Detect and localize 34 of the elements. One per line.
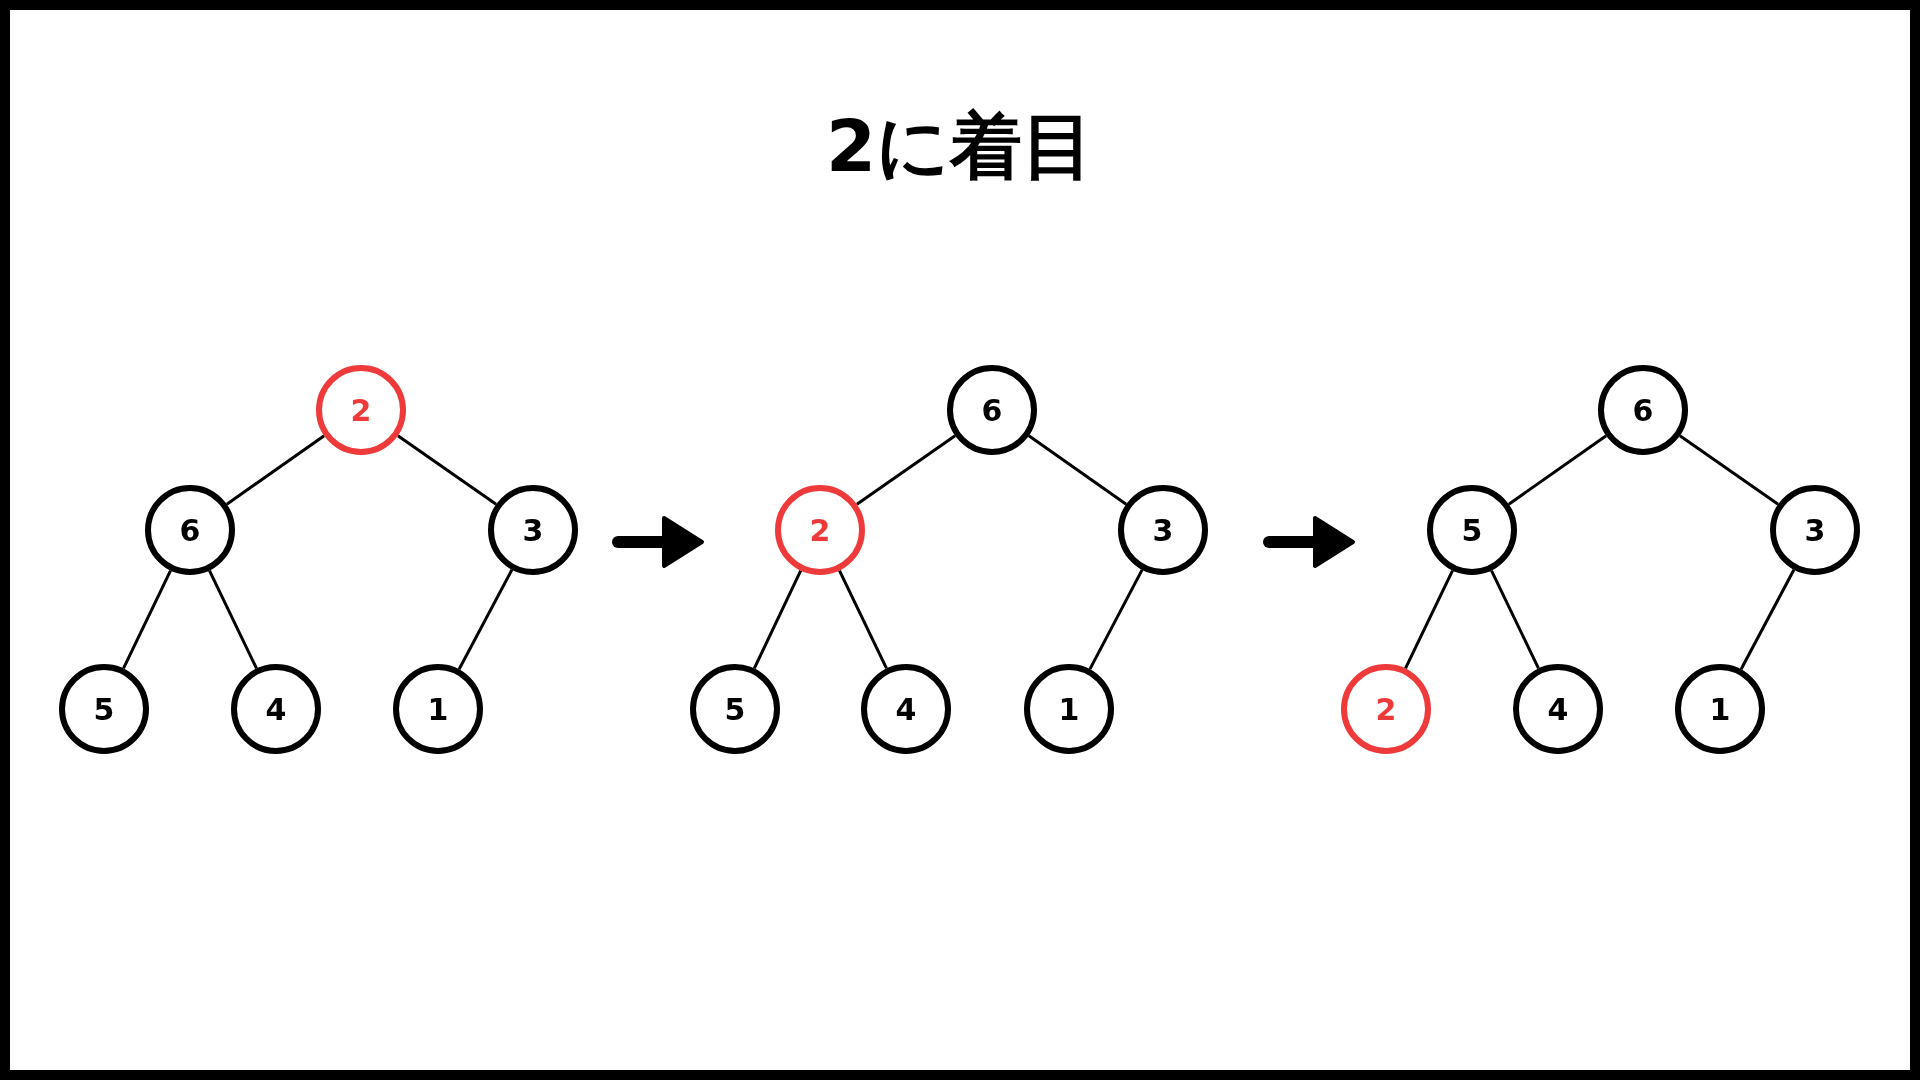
tree-edge [1404,569,1454,670]
tree-node: 3 [488,485,578,575]
tree-edge [1088,569,1144,670]
tree-node: 3 [1118,485,1208,575]
tree-node: 4 [231,664,321,754]
tree-node: 5 [690,664,780,754]
tree-node: 3 [1770,485,1860,575]
tree-node: 1 [1675,664,1765,754]
tree-node: 2 [1341,664,1431,754]
tree-node: 2 [316,365,406,455]
tree-edge [1490,569,1540,670]
tree-edge [856,434,956,506]
tree-node: 6 [947,365,1037,455]
tree-edge [397,434,497,506]
tree-edge [1027,434,1128,506]
tree-node: 6 [145,485,235,575]
tree-node: 5 [1427,485,1517,575]
tree-node: 5 [59,664,149,754]
tree-node: 4 [861,664,951,754]
tree-edge [457,569,514,670]
tree-node: 1 [393,664,483,754]
tree-edge [1739,569,1796,670]
title: 2に着目 [825,110,1095,182]
tree-node: 2 [775,485,865,575]
tree-edge [225,434,326,506]
tree-edge [838,569,888,670]
tree-edge [1507,434,1608,506]
tree-node: 1 [1024,664,1114,754]
tree-node: 6 [1598,365,1688,455]
tree-edge [1679,434,1779,506]
tree-edge [122,569,172,670]
tree-edge [208,569,258,670]
tree-edge [752,570,803,669]
tree-node: 4 [1513,664,1603,754]
